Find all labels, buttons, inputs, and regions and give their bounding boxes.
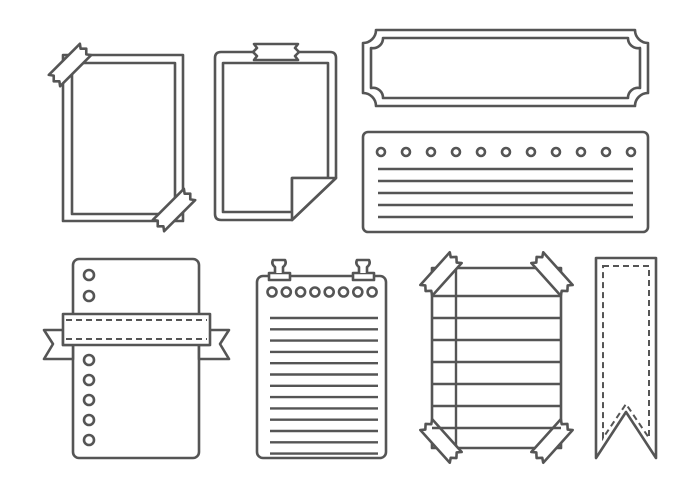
ribbon-binder-page xyxy=(42,257,231,460)
dotted-ruled-card xyxy=(361,130,650,234)
punch-hole xyxy=(82,289,96,303)
ornate-label-plaque xyxy=(361,28,650,108)
punch-hole xyxy=(82,393,96,407)
tape-icon xyxy=(251,42,301,62)
punch-hole xyxy=(82,268,96,282)
punch-hole xyxy=(550,146,562,158)
taped-lined-paper xyxy=(418,250,575,465)
punch-hole xyxy=(450,146,462,158)
punch-hole xyxy=(323,286,336,298)
punch-hole xyxy=(625,146,637,158)
punch-hole xyxy=(375,146,387,158)
punch-hole xyxy=(266,286,278,298)
punch-hole xyxy=(337,286,350,298)
punch-hole xyxy=(280,286,293,298)
punch-hole xyxy=(82,353,96,367)
punch-hole xyxy=(575,146,587,158)
taped-photo-frame xyxy=(46,41,198,234)
punch-hole xyxy=(400,146,412,158)
binder-clip-icon xyxy=(267,258,292,282)
punch-hole xyxy=(525,146,537,158)
punch-hole xyxy=(366,286,378,298)
folded-corner-note xyxy=(213,42,338,222)
dashed-bookmark xyxy=(594,256,658,460)
binder-clip-icon xyxy=(351,258,376,282)
punch-hole xyxy=(425,146,437,158)
punch-hole xyxy=(351,286,364,298)
punch-hole xyxy=(82,433,96,447)
clipped-notepad xyxy=(255,258,388,460)
punch-hole xyxy=(82,373,96,387)
punch-hole xyxy=(500,146,512,158)
punch-hole xyxy=(294,286,307,298)
punch-hole xyxy=(475,146,487,158)
punch-hole xyxy=(82,413,96,427)
punch-hole xyxy=(600,146,612,158)
punch-hole xyxy=(309,286,321,298)
